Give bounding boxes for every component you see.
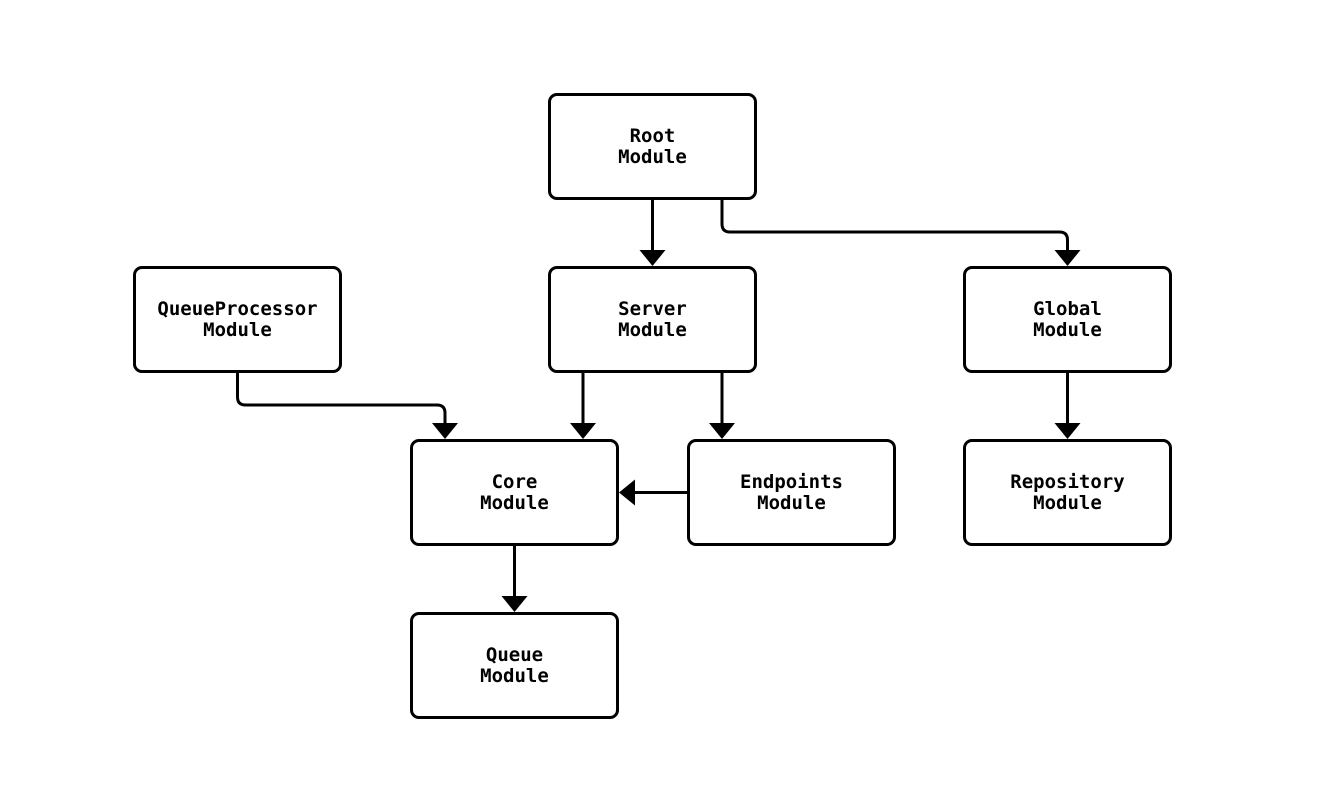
- edge-queueprocessor-to-core: [236, 371, 458, 439]
- node-label: Module: [618, 145, 687, 168]
- node-label: Module: [618, 318, 687, 341]
- node-label: QueueProcessor: [157, 297, 318, 320]
- edge-server-to-endpoints: [709, 371, 735, 439]
- arrowhead-icon: [501, 596, 528, 612]
- arrowhead-icon: [709, 423, 735, 439]
- node-label: Root: [629, 124, 676, 147]
- arrowhead-icon: [619, 479, 635, 506]
- node-label: Queue: [485, 643, 544, 666]
- node-label: Module: [480, 664, 549, 687]
- node-label: Module: [203, 318, 272, 341]
- node-label: Module: [1033, 318, 1102, 341]
- edge-line: [720, 198, 1069, 254]
- node-label: Module: [1033, 491, 1102, 514]
- node-label: Endpoints: [740, 470, 843, 493]
- edge-endpoints-to-core: [619, 479, 689, 506]
- arrowhead-icon: [1054, 423, 1081, 439]
- node-label: Module: [757, 491, 826, 514]
- edge-root-to-global: [720, 198, 1081, 266]
- edge-root-to-server: [639, 198, 666, 266]
- arrowhead-icon: [432, 423, 458, 439]
- node-label: Repository: [1010, 470, 1125, 493]
- arrowhead-icon: [570, 423, 596, 439]
- edge-line: [236, 371, 447, 427]
- arrowhead-icon: [639, 250, 666, 266]
- node-label: Core: [491, 470, 538, 493]
- edge-core-to-queue: [501, 544, 528, 612]
- node-label: Global: [1033, 297, 1102, 320]
- edge-server-to-core: [570, 371, 596, 439]
- arrowhead-icon: [1054, 250, 1081, 266]
- node-label: Server: [618, 297, 687, 320]
- edge-global-to-repository: [1054, 371, 1081, 439]
- node-label: Module: [480, 491, 549, 514]
